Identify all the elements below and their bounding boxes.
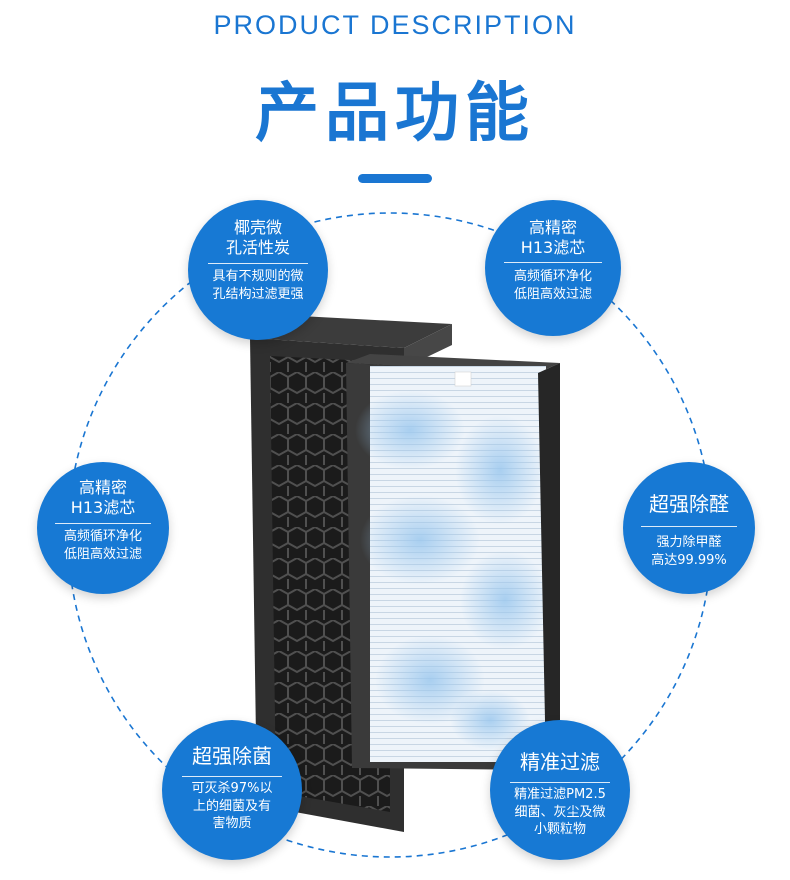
feature-title: 超强除菌: [192, 744, 272, 768]
title-underline-bar: [358, 174, 432, 183]
feature-divider: [504, 262, 602, 263]
feature-divider: [509, 782, 611, 783]
feature-title: 高精密 H13滤芯: [520, 218, 586, 257]
feature-divider: [207, 263, 309, 264]
feature-description: 具有不规则的微 孔结构过滤更强: [212, 269, 304, 302]
hepa-filter: [346, 354, 560, 770]
feature-description: 高频循环净化 低阻高效过滤: [513, 269, 592, 302]
feature-description: 高频循环净化 低阻高效过滤: [63, 529, 142, 562]
feature-divider: [641, 526, 737, 527]
section-title-chinese: 产品功能: [255, 77, 535, 151]
feature-title: 椰壳微 孔活性炭: [225, 218, 290, 257]
feature-badge-h13-left: 高精密 H13滤芯 高频循环净化 低阻高效过滤: [37, 462, 169, 594]
feature-badge-formaldehyde: 超强除醛 强力除甲醛 高达99.99%: [623, 462, 755, 594]
feature-title: 超强除醛: [649, 492, 729, 516]
feature-badge-antibacterial: 超强除菌 可灭杀97%以 上的细菌及有 害物质: [162, 720, 302, 860]
feature-badge-coconut-carbon: 椰壳微 孔活性炭 具有不规则的微 孔结构过滤更强: [188, 200, 328, 340]
feature-description: 精准过滤PM2.5 细菌、灰尘及微 小颗粒物: [514, 787, 606, 838]
feature-title: 精准过滤: [520, 750, 600, 774]
feature-description: 强力除甲醛 高达99.99%: [651, 535, 727, 568]
feature-badge-precise-filtration: 精准过滤 精准过滤PM2.5 细菌、灰尘及微 小颗粒物: [490, 720, 630, 860]
feature-description: 可灭杀97%以 上的细菌及有 害物质: [191, 781, 273, 832]
feature-divider: [181, 776, 283, 777]
feature-divider: [55, 523, 151, 524]
feature-badge-h13-top: 高精密 H13滤芯 高频循环净化 低阻高效过滤: [485, 200, 621, 336]
section-title-english: PRODUCT DESCRIPTION: [213, 10, 577, 40]
feature-title: 高精密 H13滤芯: [70, 478, 136, 517]
